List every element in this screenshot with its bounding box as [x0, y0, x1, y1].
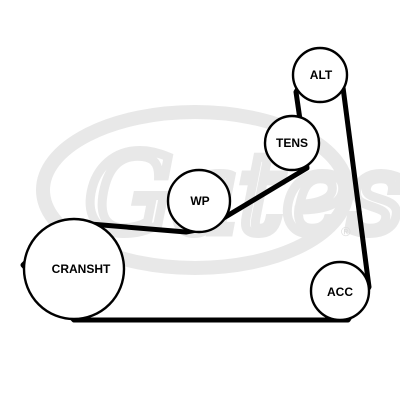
brand-watermark: Gates ®	[36, 105, 400, 275]
pulley-alternator-label: ALT	[310, 68, 333, 82]
pulley-crankshaft-circle	[22, 217, 126, 321]
pulley-water-pump: WP	[166, 168, 232, 234]
watermark-ring	[36, 105, 354, 275]
pulley-crankshaft-label: CRANSHT	[52, 262, 111, 276]
pulley-accessory: ACC	[309, 260, 371, 322]
pulley-water-pump-circle	[166, 168, 232, 234]
watermark-registered-mark: ®	[341, 224, 351, 239]
pulley-tensioner: TENS	[263, 114, 321, 172]
pulley-crankshaft: CRANSHT	[22, 217, 126, 321]
pulley-tensioner-circle	[263, 114, 321, 172]
pulley-alternator-circle	[291, 46, 349, 104]
pulley-accessory-label: ACC	[327, 285, 353, 299]
watermark-brand-text: Gates	[85, 130, 400, 258]
pulley-water-pump-label: WP	[190, 194, 209, 208]
pulley-tensioner-label: TENS	[276, 136, 308, 150]
pulley-accessory-circle	[309, 260, 371, 322]
pulley-alternator: ALT	[291, 46, 349, 104]
